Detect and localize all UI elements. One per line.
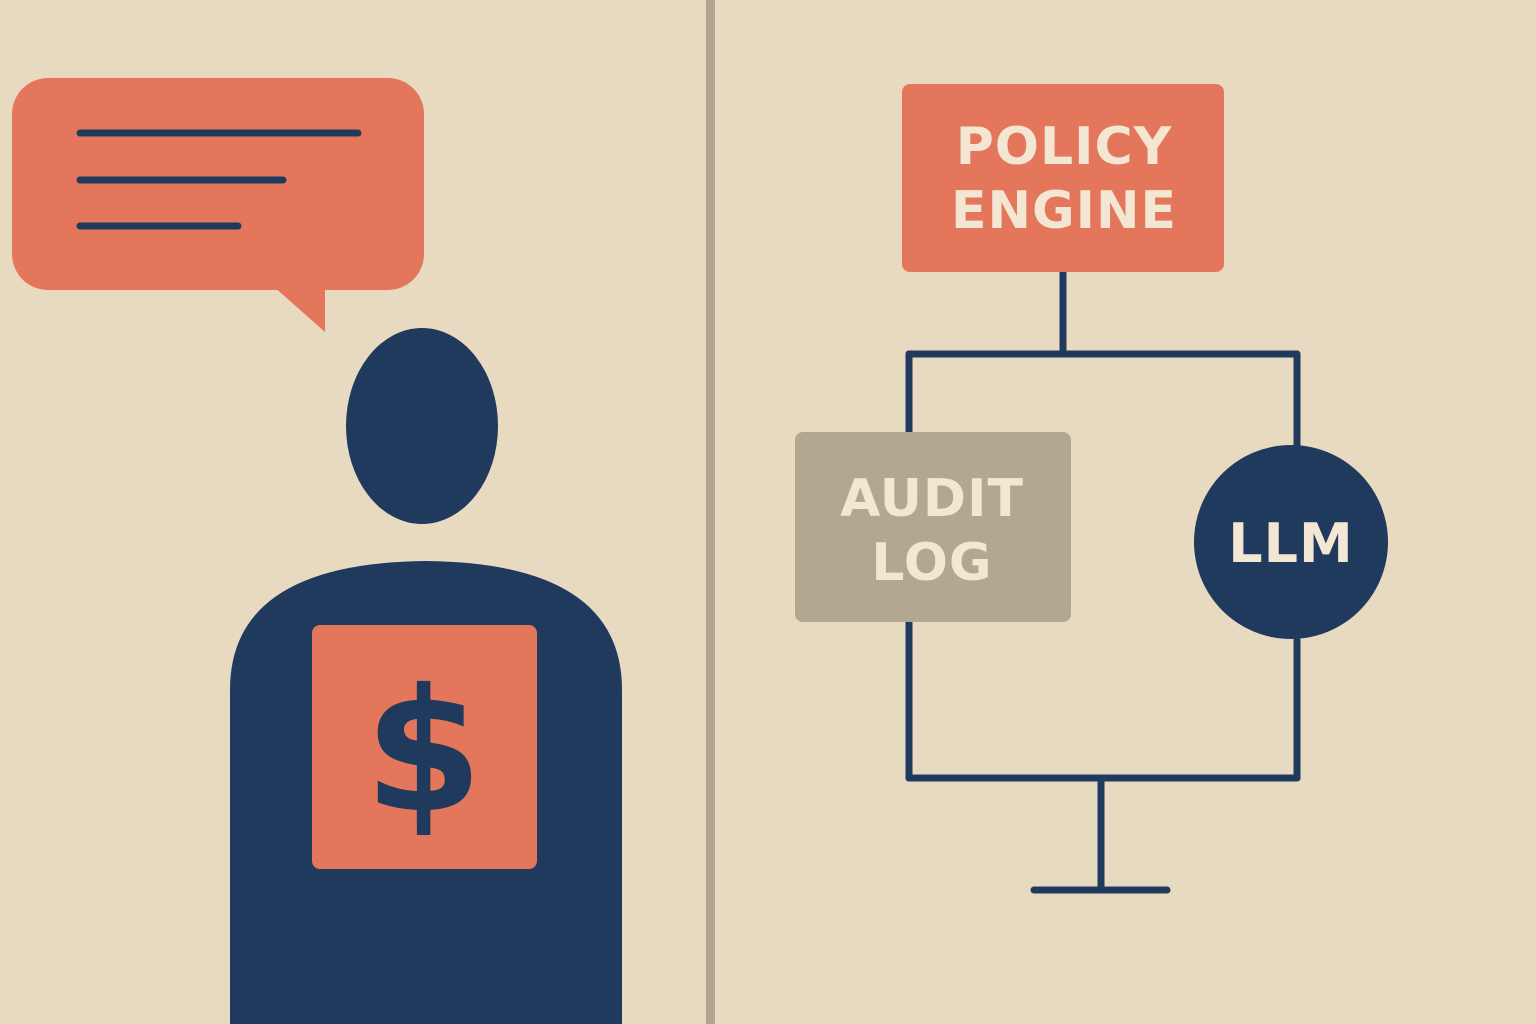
llm-node: LLM — [1194, 445, 1388, 639]
audit-log-label-line1: AUDIT — [840, 469, 1024, 529]
llm-label: LLM — [1228, 512, 1354, 575]
policy-engine-label-line2: ENGINE — [951, 181, 1177, 241]
dollar-symbol: $ — [364, 653, 483, 851]
person-head — [346, 328, 498, 524]
audit-log-label-line2: LOG — [871, 533, 992, 593]
dollar-badge — [312, 625, 537, 869]
audit-log-box: AUDIT LOG — [795, 432, 1071, 622]
right-panel: POLICY ENGINE AUDIT LOG LLM — [795, 84, 1388, 894]
policy-engine-box: POLICY ENGINE — [902, 84, 1224, 272]
person-icon: $ — [230, 328, 622, 1024]
policy-engine-label-line1: POLICY — [956, 117, 1173, 177]
left-panel: $ — [12, 78, 622, 1024]
panel-divider — [706, 0, 715, 1024]
connector-lines — [905, 268, 1301, 894]
speech-bubble-icon — [12, 78, 424, 332]
